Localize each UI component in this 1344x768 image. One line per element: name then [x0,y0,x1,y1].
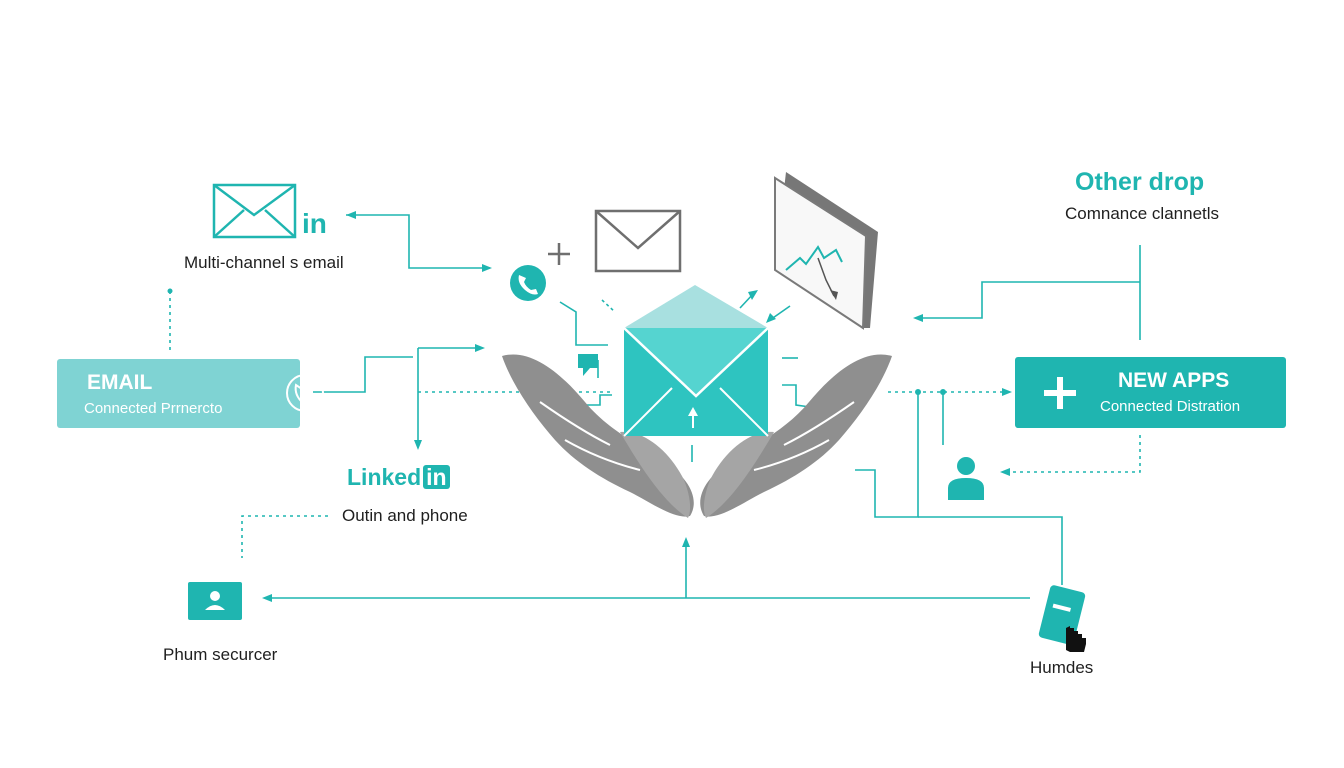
open-envelope-icon [623,285,769,437]
cursor-hand-icon [1066,626,1086,652]
connector-email-right [313,356,413,393]
connector-lines [167,211,1141,602]
other-drop-subtitle: Comnance clannetls [1065,204,1220,223]
user-icon [188,582,242,620]
plus-icon [1044,377,1076,409]
chat-icon [578,354,598,376]
plus-icon [548,243,570,265]
email-box-subtitle: Connected Prrnercto [84,400,223,417]
new-apps-box: NEW APPS Connected Distration [1015,357,1286,428]
person-icon [948,457,984,500]
outin-label: Outin and phone [342,506,468,525]
phum-label: Phum securcer [163,645,278,664]
other-drop-title: Other drop [1075,168,1205,196]
chart-panel-icon [774,172,878,330]
phone-icon [510,265,546,301]
envelope-outline-icon [594,209,682,273]
new-apps-subtitle: Connected Distration [1100,398,1241,415]
humdes-label: Humdes [1030,658,1094,677]
phone-icon [286,374,324,412]
new-apps-title: NEW APPS [1118,369,1230,392]
email-box-title: EMAIL [87,371,153,394]
linkedin-icon: in [302,208,327,239]
linkedin-word: Linked [347,464,422,490]
linkedin-badge: in [423,465,450,489]
multichannel-label: Multi-channel s email [184,253,344,272]
email-box: EMAIL Connected Prrnercto [57,359,324,428]
envelope-icon [212,183,297,239]
connector-linkedin-center [346,214,490,269]
hands-icon [502,354,892,518]
connector-outin-phum [241,515,328,558]
